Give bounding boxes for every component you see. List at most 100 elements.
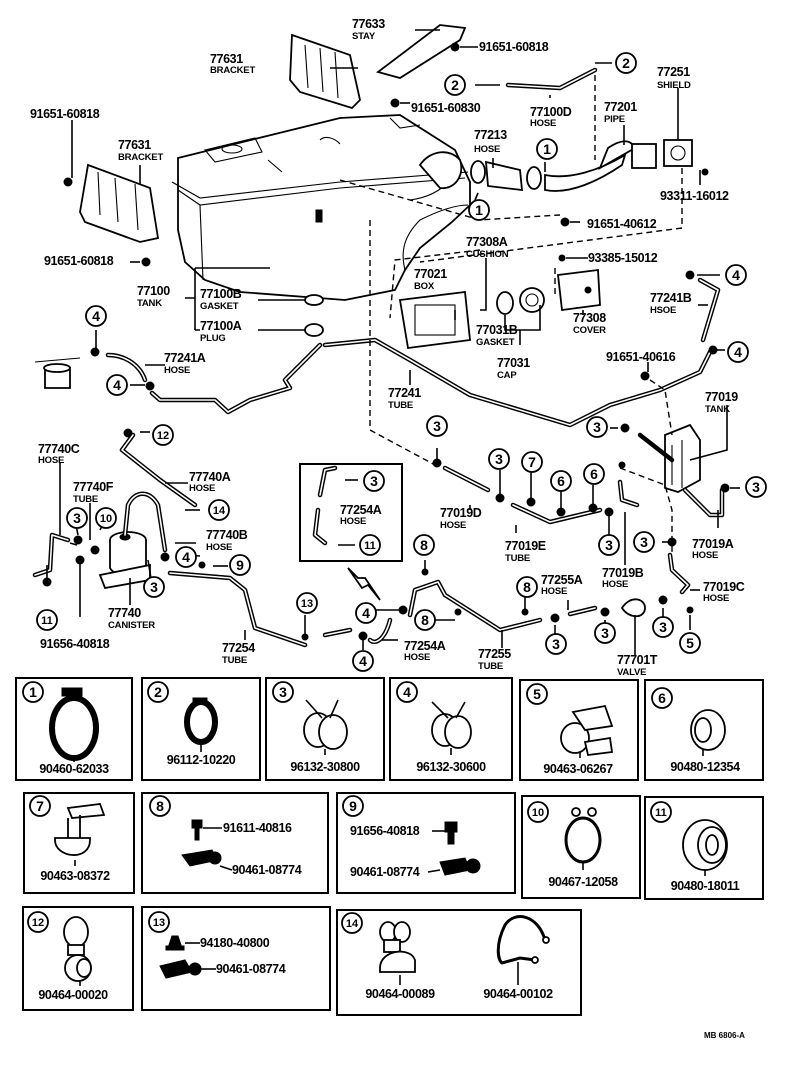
ref-marker-1[interactable]: 1 [536, 138, 558, 160]
ref-marker-2[interactable]: 2 [615, 52, 637, 74]
svg-text:4: 4 [403, 684, 411, 700]
ref-marker-11[interactable]: 11 [36, 609, 58, 631]
part-90461-08774-box9: 90461-08774 [350, 865, 420, 879]
parts-box-2[interactable]: 2 96112-10220 [141, 677, 261, 781]
callout-77031b-name: GASKET [476, 337, 515, 348]
ref-marker-3[interactable]: 3 [586, 416, 608, 438]
ref-marker-3[interactable]: 3 [363, 470, 385, 492]
svg-text:6: 6 [590, 466, 598, 482]
ref-marker-3[interactable]: 3 [652, 616, 674, 638]
svg-text:3: 3 [279, 684, 287, 700]
clamp-icon [181, 849, 222, 867]
parts-box-12[interactable]: 12 90464-00020 [22, 906, 134, 1011]
ref-marker-3[interactable]: 3 [598, 534, 620, 556]
parts-box-6[interactable]: 6 90480-12354 [644, 679, 764, 781]
part-90463-06267: 90463-06267 [543, 762, 613, 776]
parts-box-4[interactable]: 4 96132-30600 [389, 677, 513, 781]
ref-marker-2[interactable]: 2 [444, 74, 466, 96]
ref-marker-10[interactable]: 10 [95, 507, 117, 529]
callout-77031b-number: 77031B [476, 323, 518, 337]
svg-text:3: 3 [370, 473, 378, 489]
svg-text:3: 3 [73, 510, 81, 526]
ref-marker-14[interactable]: 14 [208, 499, 230, 521]
callout-77255a-number: 77255A [541, 573, 583, 587]
ref-marker-3[interactable]: 3 [143, 576, 165, 598]
svg-text:3: 3 [150, 579, 158, 595]
ref-marker-3[interactable]: 3 [633, 531, 655, 553]
part-90467-12058: 90467-12058 [548, 875, 618, 889]
callout-91651-60830: 91651-60830 [411, 101, 481, 115]
svg-text:4: 4 [362, 605, 370, 621]
ref-marker-9[interactable]: 9 [229, 554, 251, 576]
svg-text:4: 4 [734, 344, 742, 360]
callout-77241-number: 77241 [388, 386, 421, 400]
ref-marker-3[interactable]: 3 [426, 415, 448, 437]
parts-box-13[interactable]: 13 94180-40800 90461-08774 [141, 906, 331, 1011]
svg-text:14: 14 [213, 505, 226, 517]
ref-marker-3[interactable]: 3 [545, 633, 567, 655]
bolt-icon [191, 819, 203, 841]
callout-77740b-name: HOSE [206, 542, 232, 553]
callout-77201-name: PIPE [604, 114, 625, 125]
callout-77213-name: HOSE [474, 144, 500, 155]
parts-box-7[interactable]: 7 90463-08372 [23, 792, 135, 894]
ref-marker-4[interactable]: 4 [85, 305, 107, 327]
ref-marker-6[interactable]: 6 [550, 470, 572, 492]
tubes-drawing [105, 277, 721, 428]
parts-box-10[interactable]: 10 90467-12058 [521, 795, 641, 899]
ref-marker-4[interactable]: 4 [175, 546, 197, 568]
parts-box-9[interactable]: 9 91656-40818 90461-08774 [336, 792, 516, 894]
svg-text:12: 12 [157, 430, 169, 442]
parts-box-3[interactable]: 3 96132-30800 [265, 677, 385, 781]
ref-marker-3[interactable]: 3 [745, 476, 767, 498]
svg-text:9: 9 [349, 798, 357, 814]
ref-marker-3[interactable]: 3 [66, 507, 88, 529]
parts-box-14[interactable]: 14 90464-00089 90464-00102 [336, 909, 582, 1016]
ref-marker-4[interactable]: 4 [725, 264, 747, 286]
clamp-icon [439, 857, 481, 876]
ref-marker-4[interactable]: 4 [352, 650, 374, 672]
ref-marker-3[interactable]: 3 [488, 448, 510, 470]
callout-77740-name: CANISTER [108, 620, 155, 631]
ref-marker-8[interactable]: 8 [414, 609, 436, 631]
parts-box-5[interactable]: 5 90463-06267 [519, 679, 639, 781]
ref-marker-8[interactable]: 8 [413, 534, 435, 556]
callout-91651-40612: 91651-40612 [587, 217, 657, 231]
callout-77019a-name: HOSE [692, 550, 718, 561]
callout-77633-number: 77633 [352, 17, 385, 31]
svg-text:7: 7 [528, 454, 536, 470]
ref-marker-11[interactable]: 11 [359, 534, 381, 556]
callout-77740-number: 77740 [108, 606, 141, 620]
callout-77255-number: 77255 [478, 647, 511, 661]
parts-box-11[interactable]: 11 90480-18011 [644, 796, 764, 900]
fuel-filter-drawing [34, 357, 81, 389]
ref-marker-12[interactable]: 12 [152, 424, 174, 446]
callout-77631-top-number: 77631 [210, 52, 243, 66]
svg-text:10: 10 [100, 513, 112, 525]
parts-box-1[interactable]: 1 90460-62033 [15, 677, 133, 781]
ref-marker-7[interactable]: 7 [521, 451, 543, 473]
callout-77100a-name: PLUG [200, 333, 226, 344]
grommet-icon [690, 709, 726, 751]
ref-marker-8[interactable]: 8 [516, 576, 538, 598]
inset-box-77254a [299, 463, 403, 601]
ref-marker-6[interactable]: 6 [583, 463, 605, 485]
ref-marker-13[interactable]: 13 [296, 592, 318, 614]
ref-marker-4[interactable]: 4 [355, 602, 377, 624]
ref-marker-3[interactable]: 3 [594, 622, 616, 644]
ref-marker-4[interactable]: 4 [727, 341, 749, 363]
part-90480-18011: 90480-18011 [671, 879, 740, 893]
part-90463-08372: 90463-08372 [40, 869, 110, 883]
parts-box-8[interactable]: 8 91611-40816 90461-08774 [141, 792, 329, 894]
ref-marker-5[interactable]: 5 [679, 632, 701, 654]
svg-text:4: 4 [182, 549, 190, 565]
ref-marker-1[interactable]: 1 [468, 199, 490, 221]
callout-93385-15012: 93385-15012 [588, 251, 658, 265]
svg-text:3: 3 [552, 636, 560, 652]
ref-marker-4[interactable]: 4 [106, 374, 128, 396]
callout-91651-40616: 91651-40616 [606, 350, 676, 364]
fasteners [42, 42, 730, 641]
spring-clip-icon [303, 699, 348, 750]
callout-77241a-number: 77241A [164, 351, 206, 365]
